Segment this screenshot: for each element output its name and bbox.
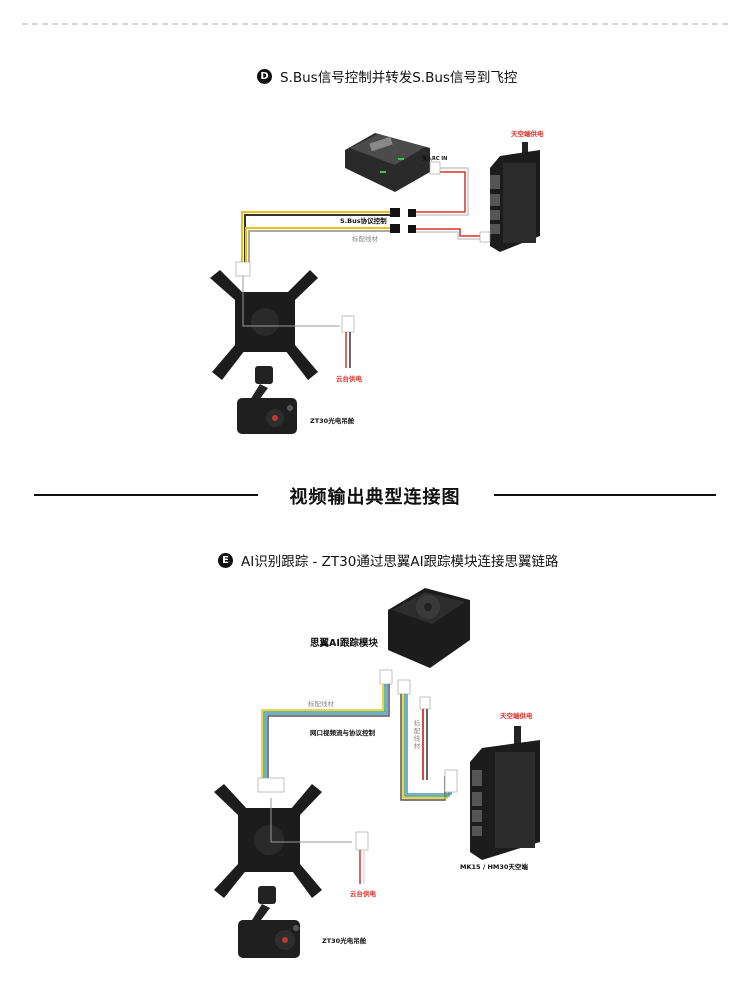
section-e-title-text: AI识别跟踪 - ZT30通过思翼AI跟踪模块连接思翼链路 bbox=[241, 554, 559, 570]
ai-connector-2 bbox=[397, 679, 411, 695]
divider-line-right bbox=[494, 494, 716, 496]
section-d-badge: D bbox=[257, 68, 272, 84]
plug-3 bbox=[408, 209, 416, 217]
d-gimbal-power-label: 云台供电 bbox=[336, 375, 362, 383]
sky-link-wires bbox=[400, 694, 452, 801]
flight-controller bbox=[345, 133, 430, 192]
d-camera-label: ZT30光电吊舱 bbox=[310, 417, 355, 425]
sky-connector-e bbox=[444, 769, 458, 793]
section-d-title-text: S.Bus信号控制并转发S.Bus信号到飞控 bbox=[280, 70, 518, 86]
d-sky-power-label: 天空端供电 bbox=[511, 130, 544, 138]
e-net-video-label: 网口视频流与协议控制 bbox=[310, 729, 375, 737]
e-std-cable-v-label: 标配线材 bbox=[412, 720, 420, 750]
d-rc-in-label: 接入RC IN bbox=[422, 156, 448, 162]
ai-connector-1 bbox=[379, 669, 393, 685]
net-video-wires bbox=[261, 684, 390, 778]
e-sky-power-label: 天空端供电 bbox=[500, 712, 533, 720]
sky-unit-e bbox=[470, 726, 540, 860]
section-e-badge: E bbox=[218, 552, 233, 568]
gimbal-plate-d bbox=[210, 270, 318, 380]
rc-wires bbox=[416, 167, 480, 240]
section-e-title: E AI识别跟踪 - ZT30通过思翼AI跟踪模块连接思翼链路 bbox=[218, 550, 559, 570]
section-d-title: D S.Bus信号控制并转发S.Bus信号到飞控 bbox=[257, 66, 517, 86]
gimbal-link-line-d bbox=[242, 276, 340, 327]
gimbal-power-connector-d bbox=[341, 315, 355, 333]
d-std-cable-label: 标配线材 bbox=[352, 235, 378, 243]
gimbal-connector-e bbox=[257, 777, 285, 793]
gimbal-power-connector-e bbox=[355, 831, 369, 851]
sky-connector-d bbox=[479, 231, 491, 243]
plug-2 bbox=[390, 224, 400, 233]
fc-connector bbox=[429, 161, 441, 175]
sky-unit-d bbox=[490, 142, 540, 252]
e-sky-unit-label: MK15 / HM30天空端 bbox=[460, 863, 528, 871]
divider-line-left bbox=[34, 494, 258, 496]
sbus-wire-yellow-top bbox=[241, 211, 392, 262]
plug-4 bbox=[408, 225, 416, 233]
ai-tracking-module bbox=[388, 588, 470, 668]
dashed-separator bbox=[22, 23, 728, 25]
gimbal-link-line-e bbox=[270, 798, 352, 843]
plug-1 bbox=[390, 208, 400, 217]
zt30-camera-e bbox=[238, 886, 300, 958]
e-camera-label: ZT30光电吊舱 bbox=[322, 937, 367, 945]
power-wires-e bbox=[422, 709, 428, 780]
gimbal-plate-e bbox=[214, 784, 322, 898]
e-std-cable-h-label: 标配线材 bbox=[308, 700, 334, 708]
ai-connector-3 bbox=[419, 696, 431, 710]
d-sbus-control-label: S.Bus协议控制 bbox=[340, 217, 387, 225]
video-output-heading: 视频输出典型连接图 bbox=[289, 487, 461, 508]
zt30-camera-d bbox=[237, 366, 297, 434]
e-gimbal-power-label: 云台供电 bbox=[350, 890, 376, 898]
e-ai-module-label: 思翼AI跟踪模块 bbox=[310, 638, 378, 649]
